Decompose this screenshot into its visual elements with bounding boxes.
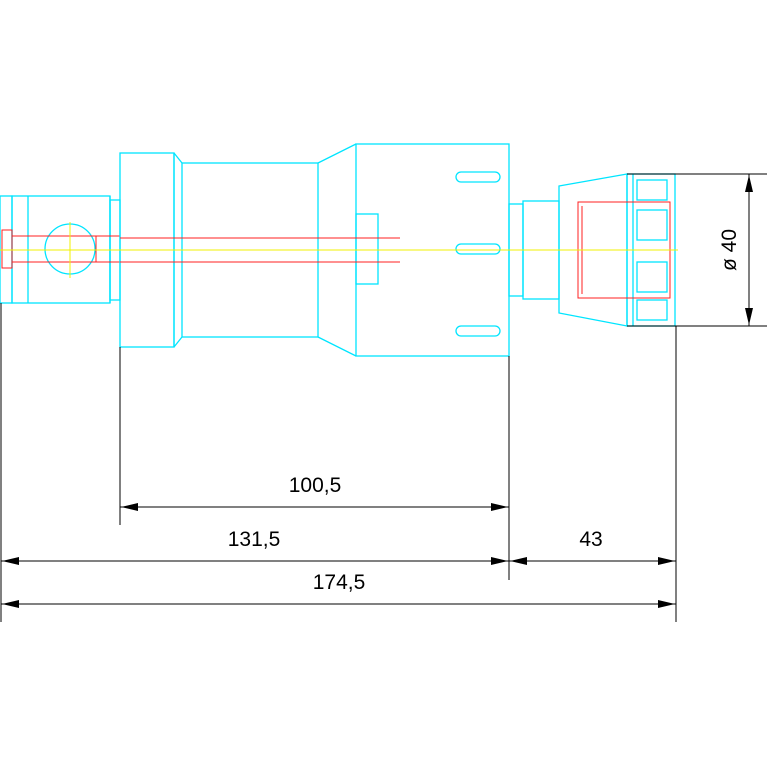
dimension-label-43: 43: [579, 528, 602, 551]
dimension-131-5: 131,5: [1, 528, 509, 565]
dimension-43: 43: [509, 528, 676, 565]
dimension-100-5: 100,5: [120, 474, 509, 511]
dimension-174-5: 174,5: [1, 571, 676, 608]
extension-lines: [0, 173, 767, 622]
dimension-label-100-5: 100,5: [289, 474, 342, 497]
dimension-label-174-5: 174,5: [313, 571, 366, 594]
main-body: [119, 143, 510, 357]
dimension-diameter-40: ø 40: [718, 174, 753, 326]
dimension-label-diameter: ø 40: [718, 229, 741, 271]
dimension-label-131-5: 131,5: [228, 528, 281, 551]
